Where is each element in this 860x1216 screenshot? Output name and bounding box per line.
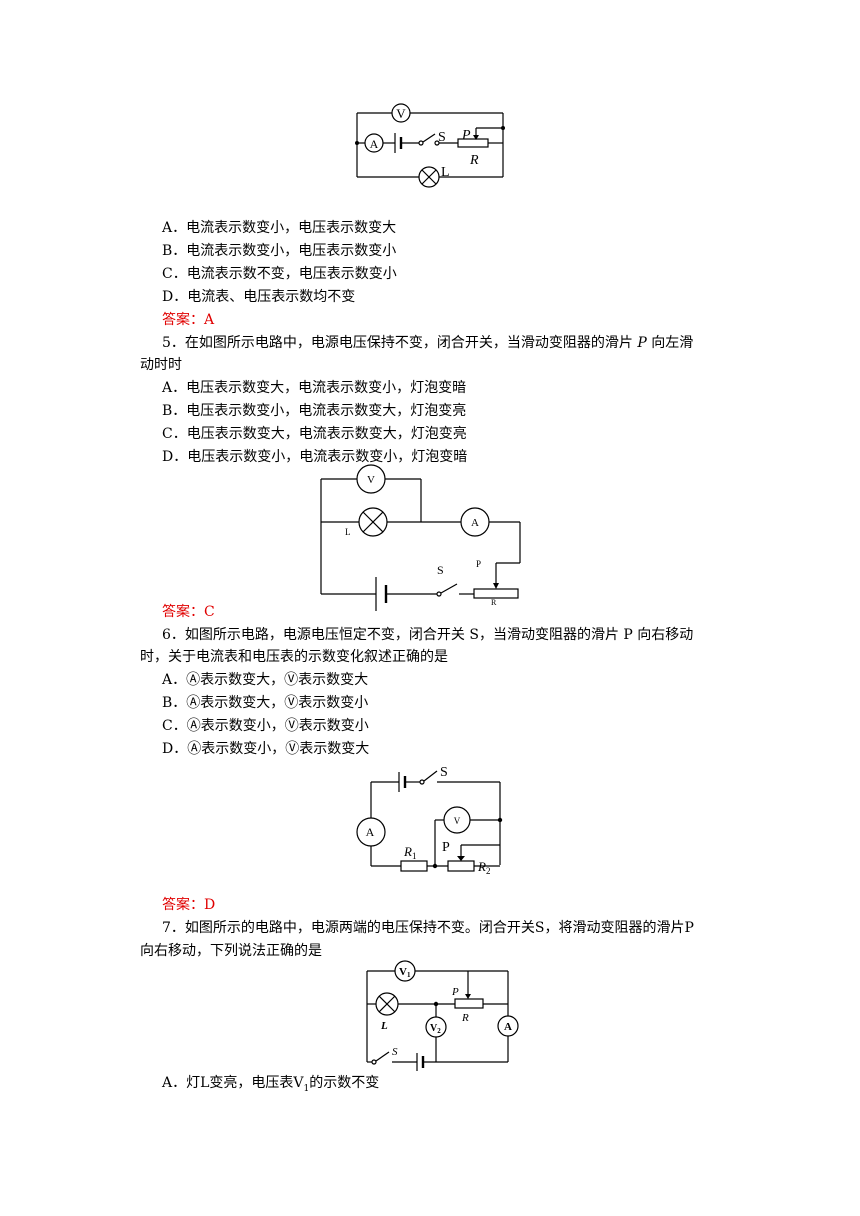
q6-option-b: B．Ⓐ表示数变大，Ⓥ表示数变小 bbox=[162, 695, 369, 711]
r2-label: R2 bbox=[477, 859, 490, 876]
resistor-label: R bbox=[469, 153, 479, 168]
q5-option-d: D．电压表示数变小，电流表示数变小，灯泡变暗 bbox=[162, 449, 468, 465]
voltmeter-label: V bbox=[396, 106, 406, 121]
slider-label: P bbox=[442, 840, 450, 855]
circuit-diagram-q7: V1 V2 A P R L S bbox=[366, 960, 519, 1071]
q6-stem-line2: 时，关于电流表和电压表的示数变化叙述正确的是 bbox=[140, 649, 448, 665]
q4-option-d: D．电流表、电压表示数均不变 bbox=[162, 289, 356, 305]
r1-label: R1 bbox=[403, 844, 416, 861]
q7-stem-line1: 7．如图所示的电路中，电源两端的电压保持不变。闭合开关S，将滑动变阻器的滑片P bbox=[162, 920, 694, 936]
switch-label: S bbox=[392, 1046, 398, 1058]
q6-option-a: A．Ⓐ表示数变大，Ⓥ表示数变大 bbox=[162, 672, 369, 688]
switch-label: S bbox=[438, 130, 446, 145]
ammeter-label: A bbox=[471, 517, 479, 529]
circuit-diagram-q4: V A S P R L bbox=[355, 103, 505, 188]
q4-answer: 答案：A bbox=[162, 312, 215, 328]
q6-option-d: D．Ⓐ表示数变小，Ⓥ表示数变大 bbox=[162, 741, 370, 757]
q5-stem-line2: 动时时 bbox=[140, 357, 182, 373]
ammeter-label: A bbox=[370, 137, 379, 151]
q5-answer: 答案：C bbox=[162, 604, 215, 620]
v2-label: V2 bbox=[430, 1023, 441, 1035]
circuit-diagram-q6: A V S P R1 R2 bbox=[356, 765, 503, 876]
q7-stem-line2: 向右移动，下列说法正确的是 bbox=[140, 943, 322, 959]
circuit-diagram-q5: V L A S P R bbox=[320, 464, 521, 611]
q5-option-b: B．电压表示数变小，电流表示数变大，灯泡变亮 bbox=[162, 403, 467, 419]
q6-stem-line1: 6．如图所示电路，电源电压恒定不变，闭合开关 S，当滑动变阻器的滑片 P 向右移… bbox=[162, 627, 694, 643]
q7-option-a: A．灯L变亮，电压表V1的示数不变 bbox=[162, 1075, 380, 1094]
slider-label: P bbox=[461, 128, 471, 143]
ammeter-label: A bbox=[504, 1021, 512, 1033]
q4-option-b: B．电流表示数变小，电压表示数变小 bbox=[162, 243, 397, 259]
ammeter-label: A bbox=[366, 825, 375, 839]
q5-option-a: A．电压表示数变大，电流表示数变小，灯泡变暗 bbox=[162, 380, 467, 396]
resistor-label: R bbox=[491, 598, 497, 607]
q4-option-a: A．电流表示数变小，电压表示数变大 bbox=[162, 220, 397, 236]
lamp-label: L bbox=[345, 527, 351, 537]
slider-label: P bbox=[451, 986, 459, 998]
resistor-label: R bbox=[461, 1012, 469, 1024]
v1-label: V1 bbox=[399, 966, 411, 979]
switch-label: S bbox=[437, 563, 444, 577]
slider-label: P bbox=[476, 559, 481, 569]
lamp-label: L bbox=[441, 165, 450, 180]
q4-option-c: C．电流表示数不变，电压表示数变小 bbox=[162, 266, 397, 282]
voltmeter-label: V bbox=[454, 816, 461, 826]
voltmeter-label: V bbox=[367, 474, 375, 486]
q6-answer: 答案：D bbox=[162, 897, 216, 913]
switch-label: S bbox=[440, 765, 448, 780]
q5-stem-line1: 5．在如图所示电路中，电源电压保持不变，闭合开关，当滑动变阻器的滑片 P 向左滑 bbox=[162, 335, 694, 351]
q5-option-c: C．电压表示数变大，电流表示数变大，灯泡变亮 bbox=[162, 426, 467, 442]
lamp-label: L bbox=[380, 1020, 388, 1032]
q6-option-c: C．Ⓐ表示数变小，Ⓥ表示数变小 bbox=[162, 718, 369, 734]
